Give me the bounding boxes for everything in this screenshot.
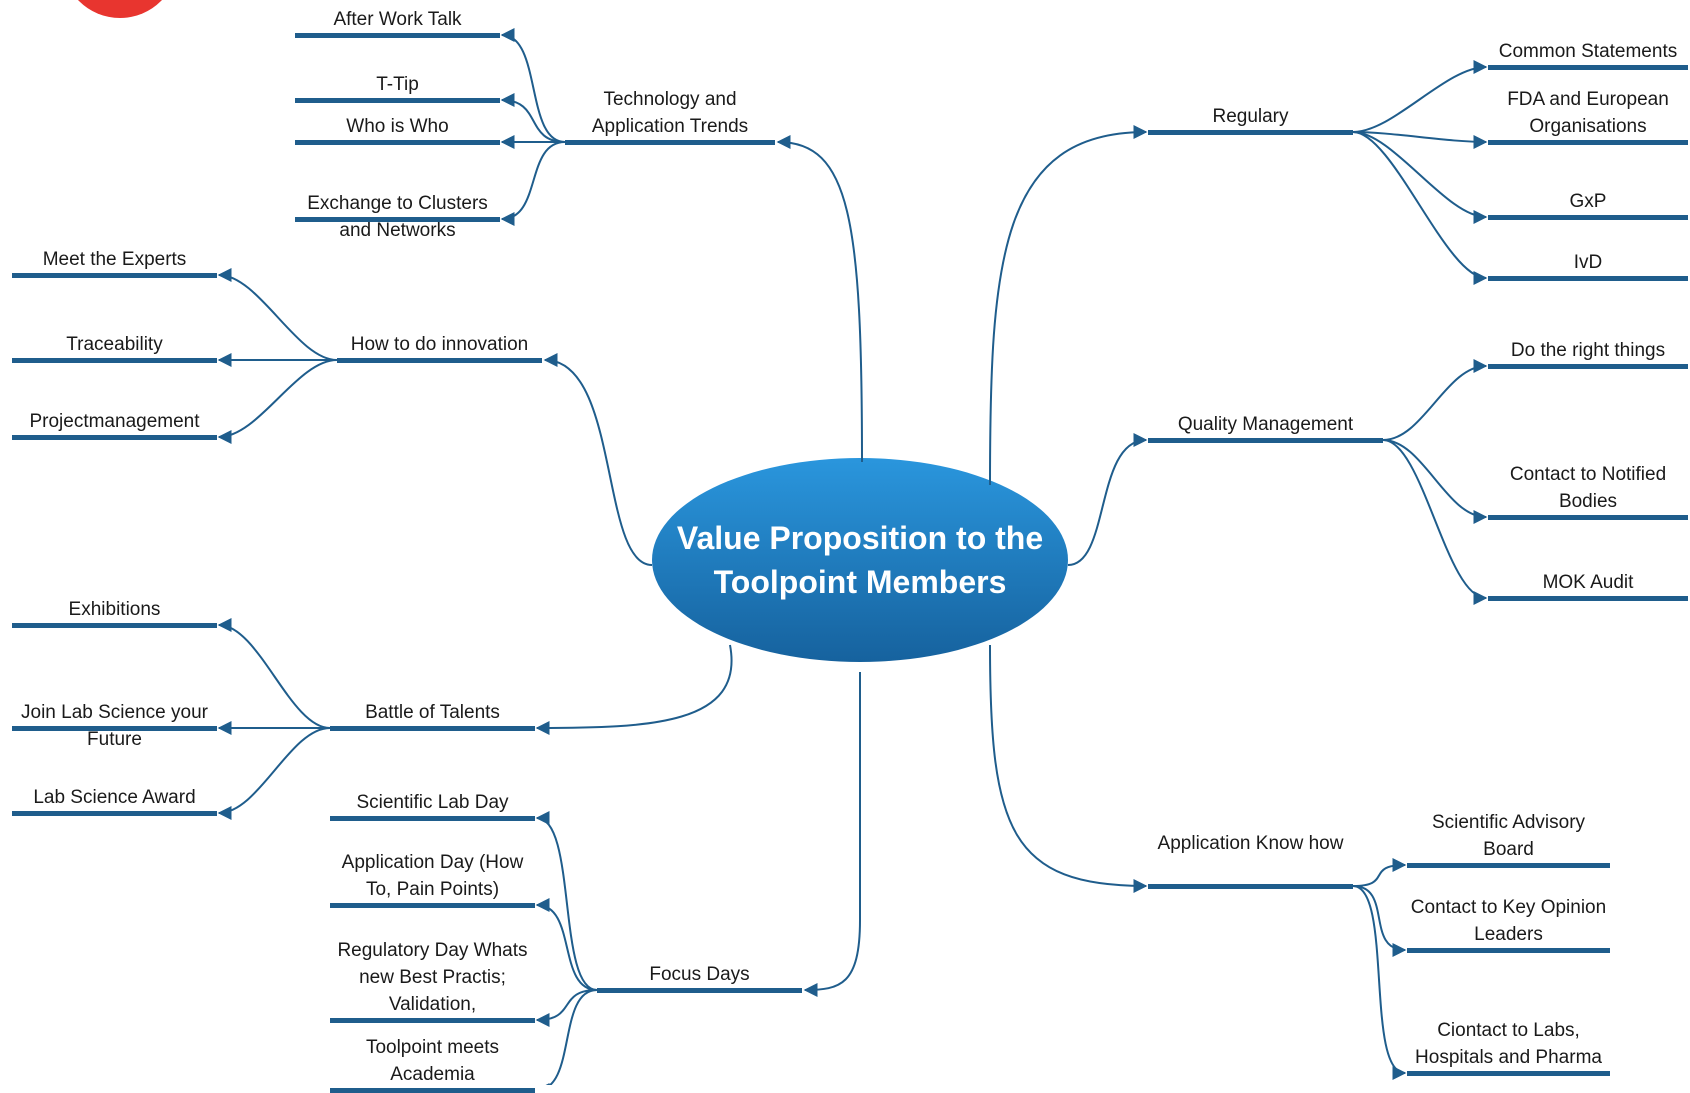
subtopic-innovation-1-label: Meet the Experts	[42, 249, 187, 270]
link-regulary-child-1	[1352, 60, 1488, 133]
link-innovation-child-3	[217, 359, 338, 444]
topic-tech-underline	[565, 140, 775, 145]
topic-talents-label: Battle of Talents	[365, 702, 500, 723]
topic-regulary-underline	[1148, 130, 1353, 135]
subtopic-appknow-1-underline	[1407, 863, 1610, 868]
topic-appknow-underline	[1148, 884, 1353, 889]
subtopic-quality-2-underline	[1488, 515, 1688, 520]
link-quality	[1067, 433, 1148, 566]
subtopic-innovation-2-underline	[12, 358, 217, 363]
topic-innovation-label: How to do innovation	[350, 334, 529, 355]
subtopic-quality-3-label: MOK Audit	[1542, 572, 1634, 593]
subtopic-talents-3-label: Lab Science Award	[33, 787, 196, 808]
subtopic-tech-1-label: After Work Talk	[333, 9, 462, 30]
subtopic-tech-3-underline	[295, 140, 500, 145]
topic-innovation-underline	[337, 358, 542, 363]
subtopic-tech-4-underline	[295, 217, 500, 222]
subtopic-regulary-2-underline	[1488, 140, 1688, 145]
subtopic-focus-4-underline	[330, 1088, 535, 1093]
subtopic-focus-2-underline	[330, 903, 535, 908]
topic-talents-underline	[330, 726, 535, 731]
subtopic-regulary-3-underline	[1488, 215, 1688, 220]
link-quality-child-1	[1382, 359, 1488, 441]
subtopic-talents-1-label: Exhibitions	[68, 599, 161, 620]
subtopic-focus-1-underline	[330, 816, 535, 821]
link-appknow-child-1	[1352, 858, 1407, 887]
link-regulary-child-2	[1352, 131, 1488, 149]
subtopic-appknow-1-label: Scientific Advisory Board	[1431, 812, 1586, 860]
subtopic-quality-3-underline	[1488, 596, 1688, 601]
subtopic-tech-2-label: T-Tip	[376, 74, 419, 95]
logo-icon	[78, 0, 162, 18]
link-quality-child-2	[1382, 439, 1488, 524]
subtopic-appknow-2-underline	[1407, 948, 1610, 953]
subtopic-appknow-3-label: Ciontact to Labs, Hospitals and Pharma	[1415, 1020, 1602, 1068]
subtopic-tech-2-underline	[295, 98, 500, 103]
subtopic-tech-1-underline	[295, 33, 500, 38]
subtopic-talents-1-underline	[12, 623, 217, 628]
link-tech	[776, 135, 863, 463]
link-focus	[803, 672, 861, 997]
link-tech-child-4	[500, 141, 566, 226]
link-regulary-child-4	[1352, 131, 1488, 285]
subtopic-focus-1-label: Scientific Lab Day	[356, 792, 509, 813]
central-topic-ellipse	[652, 458, 1068, 662]
topic-focus-underline	[597, 988, 802, 993]
link-innovation	[543, 353, 653, 566]
subtopic-regulary-1-underline	[1488, 65, 1688, 70]
subtopic-regulary-2-label: FDA and European Organisations	[1507, 89, 1669, 137]
topic-tech-label: Technology and Application Trends	[591, 89, 749, 137]
link-quality-child-3	[1382, 439, 1488, 605]
subtopic-focus-4-label: Toolpoint meets Academia	[365, 1037, 500, 1085]
subtopic-quality-2-label: Contact to Notified Bodies	[1509, 464, 1667, 512]
central-topic-label: Value Proposition to the Toolpoint Membe…	[676, 520, 1044, 600]
subtopic-focus-3-underline	[330, 1018, 535, 1023]
central-topic: Value Proposition to the Toolpoint Membe…	[645, 460, 1075, 660]
subtopic-innovation-1-underline	[12, 273, 217, 278]
subtopic-tech-4-label: Exchange to Clusters and Networks	[307, 193, 488, 241]
link-talents-child-3	[217, 727, 331, 820]
subtopic-appknow-2-label: Contact to Key Opinion Leaders	[1410, 897, 1607, 945]
link-appknow-child-3	[1352, 885, 1407, 1080]
subtopic-quality-1-underline	[1488, 364, 1688, 369]
link-innovation-child-1	[217, 268, 338, 361]
subtopic-innovation-3-underline	[12, 435, 217, 440]
subtopic-appknow-3-underline	[1407, 1071, 1610, 1076]
subtopic-talents-3-underline	[12, 811, 217, 816]
link-focus-child-2	[535, 898, 598, 991]
link-tech-child-1	[500, 28, 566, 143]
link-tech-child-2	[500, 93, 566, 143]
link-regulary	[989, 125, 1148, 486]
subtopic-focus-3-label: Regulatory Day Whats new Best Practis; V…	[337, 940, 528, 1015]
subtopic-focus-2-label: Application Day (How To, Pain Points)	[341, 852, 524, 900]
subtopic-talents-2-label: Join Lab Science your Future	[21, 702, 208, 750]
subtopic-tech-3-label: Who is Who	[346, 116, 449, 137]
subtopic-talents-2-underline	[12, 726, 217, 731]
subtopic-regulary-3-label: GxP	[1569, 191, 1607, 212]
link-appknow-child-2	[1352, 885, 1407, 957]
subtopic-quality-1-label: Do the right things	[1510, 340, 1666, 361]
subtopic-regulary-4-underline	[1488, 276, 1688, 281]
link-talents-child-1	[217, 618, 331, 729]
link-focus-child-4	[535, 989, 598, 1085]
link-focus-child-3	[535, 989, 598, 1027]
topic-quality-label: Quality Management	[1177, 414, 1354, 435]
subtopic-innovation-3-label: Projectmanagement	[29, 411, 200, 432]
link-focus-child-1	[535, 811, 598, 991]
topic-focus-label: Focus Days	[649, 964, 750, 985]
link-talents	[535, 644, 733, 735]
topic-quality-underline	[1148, 438, 1383, 443]
link-appknow	[989, 644, 1148, 893]
subtopic-innovation-2-label: Traceability	[66, 334, 163, 355]
link-regulary-child-3	[1352, 131, 1488, 224]
topic-regulary-label: Regulary	[1212, 106, 1289, 127]
topic-appknow-label: Application Know how	[1157, 833, 1344, 854]
subtopic-regulary-4-label: IvD	[1573, 252, 1603, 273]
subtopic-regulary-1-label: Common Statements	[1498, 41, 1678, 62]
